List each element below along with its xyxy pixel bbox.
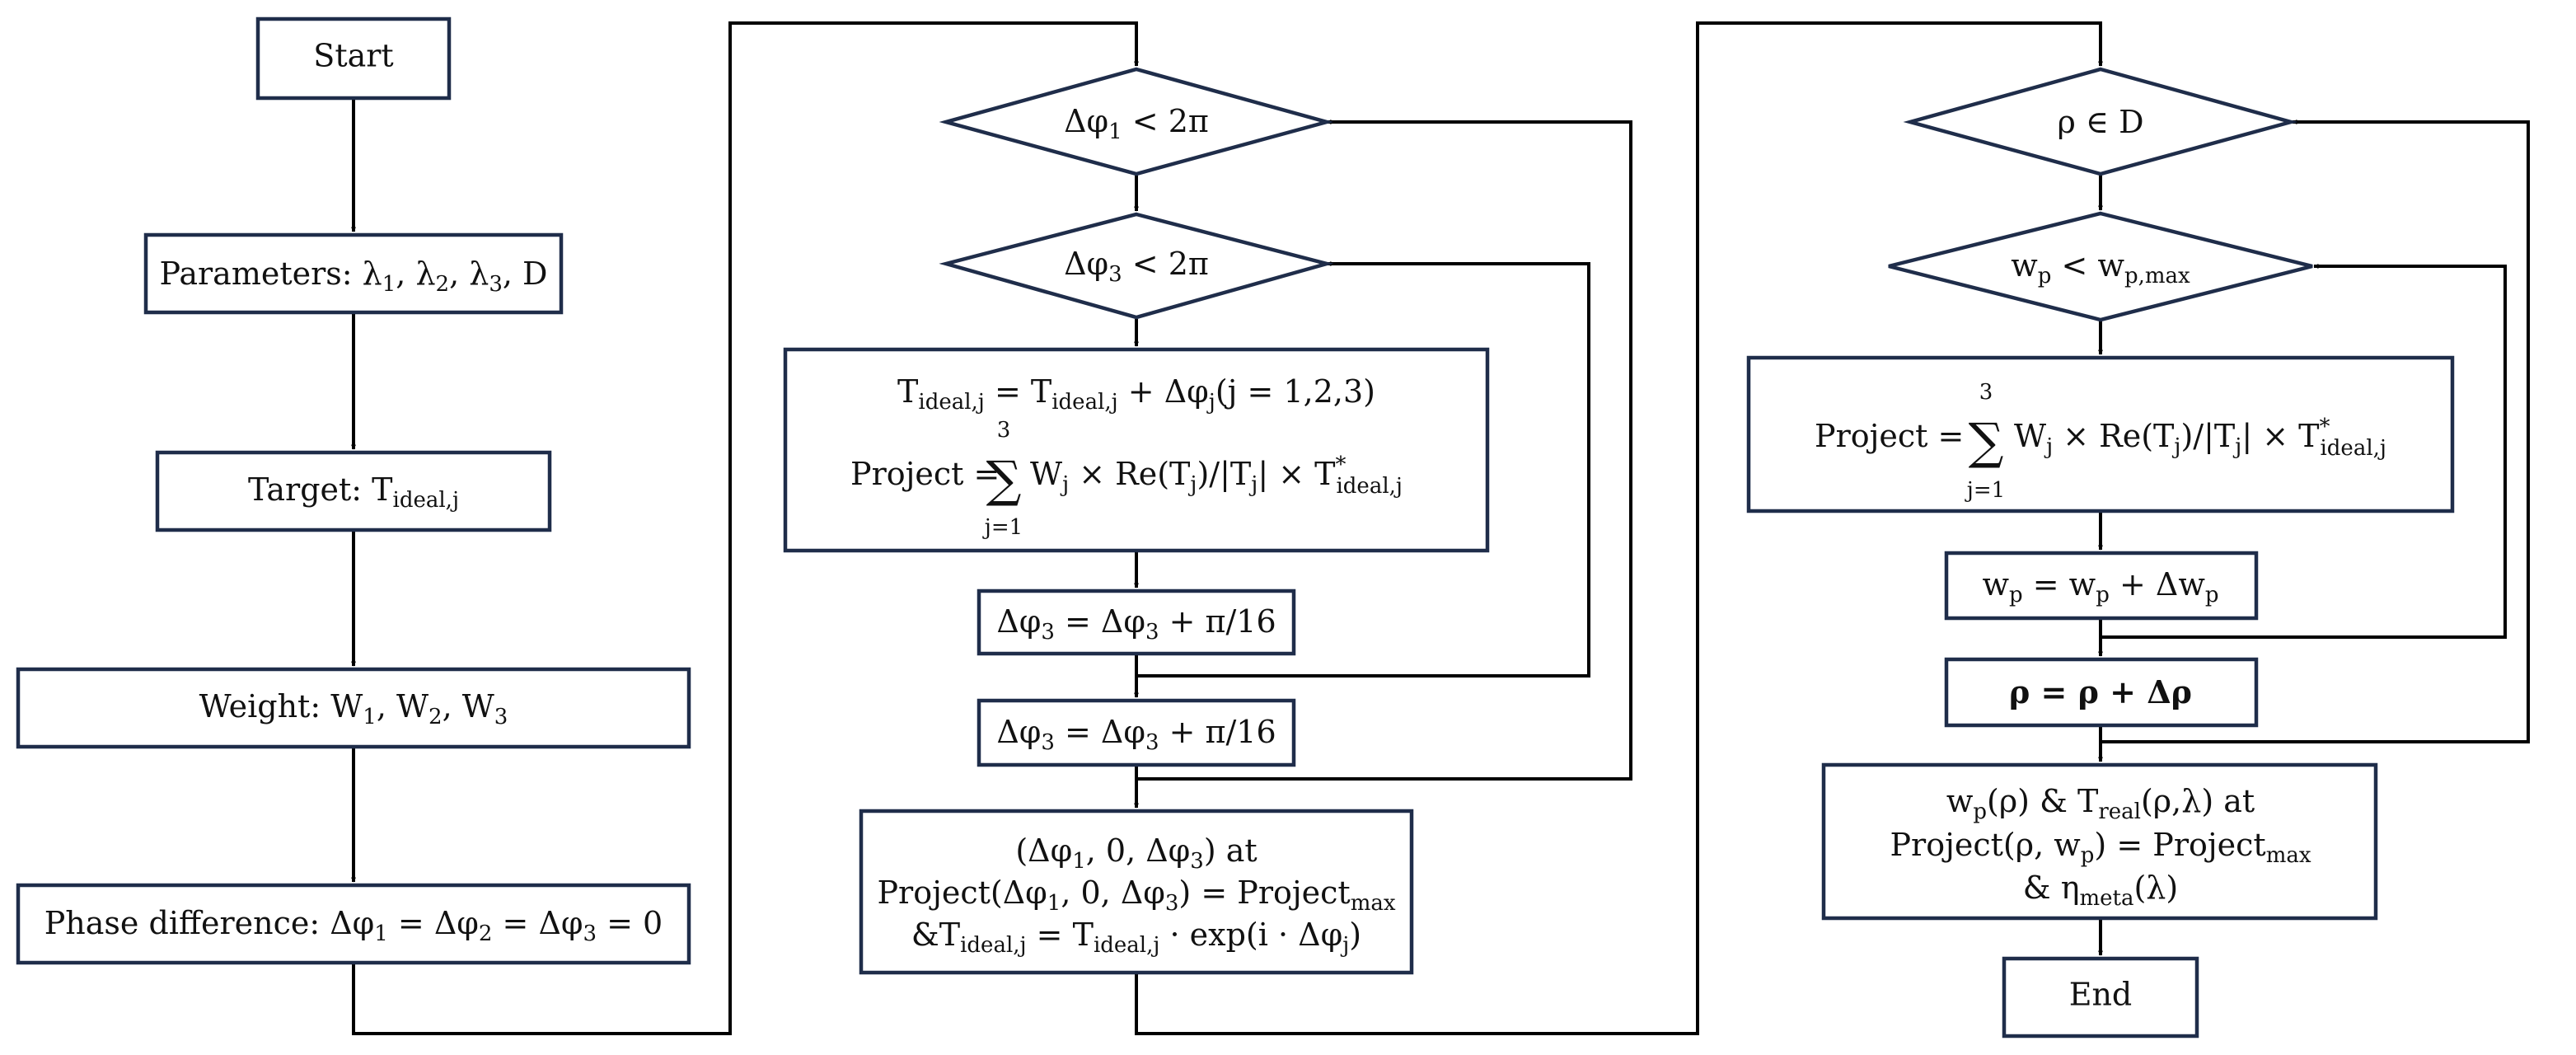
c3-result-line3: & ηmeta(λ)	[2023, 870, 2178, 911]
process-c2-update: Tideal,j = Tideal,j + Δφj(j = 1,2,3) Pro…	[783, 347, 1490, 553]
process-c3-rho-update: ρ = ρ + Δρ	[1944, 657, 2259, 728]
c2-cond2-label: Δφ3 < 2π	[1064, 246, 1209, 287]
c2-result-line1: (Δφ1, 0, Δφ3) at	[1015, 832, 1257, 874]
c2-sum-lower: j=1	[982, 515, 1023, 540]
c3-cond1-label: ρ ∈ D	[2057, 104, 2143, 140]
output-c3-result: wp(ρ) & Treal(ρ,λ) at Project(ρ, wp) = P…	[1821, 762, 2378, 921]
c3-wp-label: wp = wp + Δwp	[1983, 566, 2219, 607]
edge-phase-to-cond1	[352, 21, 1139, 1035]
weight-label: Weight: W1, W2, W3	[199, 688, 508, 729]
c2-result-line3: &Tideal,j = Tideal,j · exp(i · Δφj)	[911, 917, 1361, 958]
start-label: Start	[313, 38, 393, 74]
c3-rho-label: ρ = ρ + Δρ	[2009, 673, 2192, 710]
loop-outer-c3	[2101, 120, 2530, 743]
phase-label: Phase difference: Δφ1 = Δφ2 = Δφ3 = 0	[44, 905, 663, 946]
decision-c3-rho: ρ ∈ D	[1903, 67, 2298, 176]
loop-inner-c2	[1136, 261, 1590, 678]
loop-inner-c3	[2101, 264, 2507, 639]
process-c2-increment-2: Δφ3 = Δφ3 + π/16	[977, 698, 1296, 767]
c3-sum-lower: j=1	[1965, 478, 2005, 503]
c2-sum-upper: 3	[997, 418, 1011, 443]
c2-sum-term: Wj × Re(Tj)/|Tj| × T*ideal,j	[1030, 452, 1403, 499]
process-c3-wp-update: wp = wp + Δwp	[1944, 551, 2259, 621]
loop-outer-c2	[1136, 120, 1632, 781]
connector-lines	[351, 21, 2530, 1035]
c2-inc1-label: Δφ3 = Δφ3 + π/16	[996, 603, 1276, 645]
target-label: Target: Tideal,j	[248, 471, 459, 513]
node-weight: Weight: W1, W2, W3	[16, 667, 691, 749]
c3-sum-symbol: ∑	[1969, 413, 2004, 471]
output-c2-result: (Δφ1, 0, Δφ3) at Project(Δφ1, 0, Δφ3) = …	[859, 809, 1414, 975]
process-c3-project: Project = ∑ 3 j=1 Wj × Re(Tj)/|Tj| × T*i…	[1746, 355, 2455, 513]
c2-result-line2: Project(Δφ1, 0, Δφ3) = Projectmax	[877, 874, 1395, 916]
c2-inc2-label: Δφ3 = Δφ3 + π/16	[996, 714, 1276, 755]
decision-c3-wp: wp < wp,max	[1888, 211, 2313, 322]
c3-result-line1: wp(ρ) & Treal(ρ,λ) at	[1946, 783, 2255, 824]
node-phase-difference: Phase difference: Δφ1 = Δφ2 = Δφ3 = 0	[16, 883, 691, 965]
node-start: Start	[255, 16, 452, 101]
end-label: End	[2069, 977, 2133, 1013]
c2-sum-symbol: ∑	[986, 451, 1022, 509]
decision-c2-phi3: Δφ3 < 2π	[939, 212, 1334, 320]
c3-sum-term: Wj × Re(Tj)/|Tj| × T*ideal,j	[2014, 415, 2386, 461]
decision-c2-phi1: Δφ1 < 2π	[939, 67, 1334, 176]
c3-project-label: Project =	[1815, 418, 1964, 454]
c3-result-line2: Project(ρ, wp) = Projectmax	[1890, 827, 2311, 868]
c2-update-line1: Tideal,j = Tideal,j + Δφj(j = 1,2,3)	[897, 373, 1375, 415]
node-end: End	[2002, 956, 2199, 1039]
c2-cond1-label: Δφ1 < 2π	[1064, 103, 1209, 144]
node-target: Target: Tideal,j	[155, 450, 552, 532]
edge-c2result-to-c3cond1	[1135, 21, 2103, 1035]
c3-sum-upper: 3	[1979, 380, 1993, 405]
node-parameters: Parameters: λ1, λ2, λ3, D	[143, 232, 564, 315]
c3-cond2-label: wp < wp,max	[2011, 247, 2190, 288]
c2-project-label: Project =	[850, 456, 1000, 492]
parameters-label: Parameters: λ1, λ2, λ3, D	[159, 256, 547, 297]
process-c2-increment-1: Δφ3 = Δφ3 + π/16	[977, 588, 1296, 656]
